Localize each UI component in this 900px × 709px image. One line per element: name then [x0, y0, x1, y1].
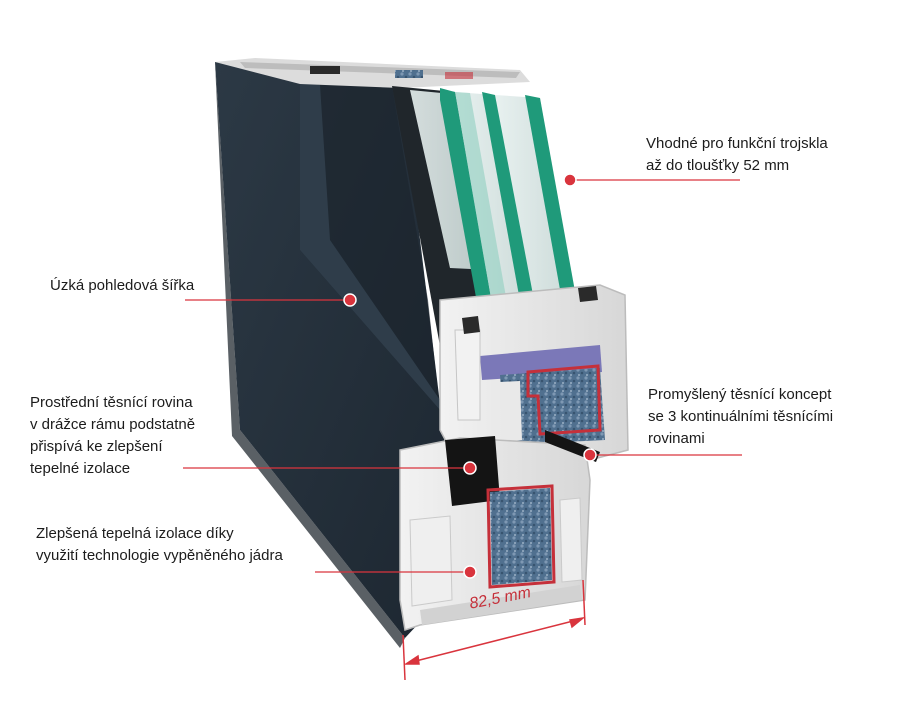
dimension-line [402, 579, 586, 681]
callout-text: až do tloušťky 52 mm [646, 157, 790, 174]
callout-text: v drážce rámu podstatně [30, 416, 196, 433]
callout-text: využití technologie vypěněného jádra [36, 547, 283, 564]
triple-glazing [392, 86, 582, 352]
callout-foam-core-label: Zlepšená tepelná izolace díky využití te… [36, 523, 283, 567]
callout-text: tepelné izolace [30, 460, 131, 477]
callout-lines [183, 179, 742, 573]
callout-dots [343, 173, 597, 579]
callout-text: Prostřední těsnící rovina [30, 394, 193, 411]
top-profile-edge [215, 58, 530, 88]
callout-middle-seal-label: Prostřední těsnící rovina v drážce rámu … [30, 392, 195, 480]
callout-text: Zlepšená tepelná izolace díky [36, 525, 234, 542]
callout-text: Promyšlený těsnící koncept [648, 386, 832, 403]
sash-profile [439, 284, 629, 461]
callout-text: se 3 kontinuálními těsnícími [648, 408, 834, 425]
callout-text: Úzká pohledová šířka [50, 277, 195, 294]
callout-text: přispívá ke zlepšení [30, 438, 163, 455]
callout-text: rovinami [648, 430, 705, 447]
callout-narrow-width-label: Úzká pohledová šířka [50, 275, 194, 297]
callout-text: Vhodné pro funkční trojskla [646, 135, 828, 152]
callout-triple-glass-label: Vhodné pro funkční trojskla až do tloušť… [646, 133, 828, 177]
callout-seal-concept-label: Promyšlený těsnící koncept se 3 kontinuá… [648, 384, 833, 450]
frame-body [215, 62, 445, 648]
